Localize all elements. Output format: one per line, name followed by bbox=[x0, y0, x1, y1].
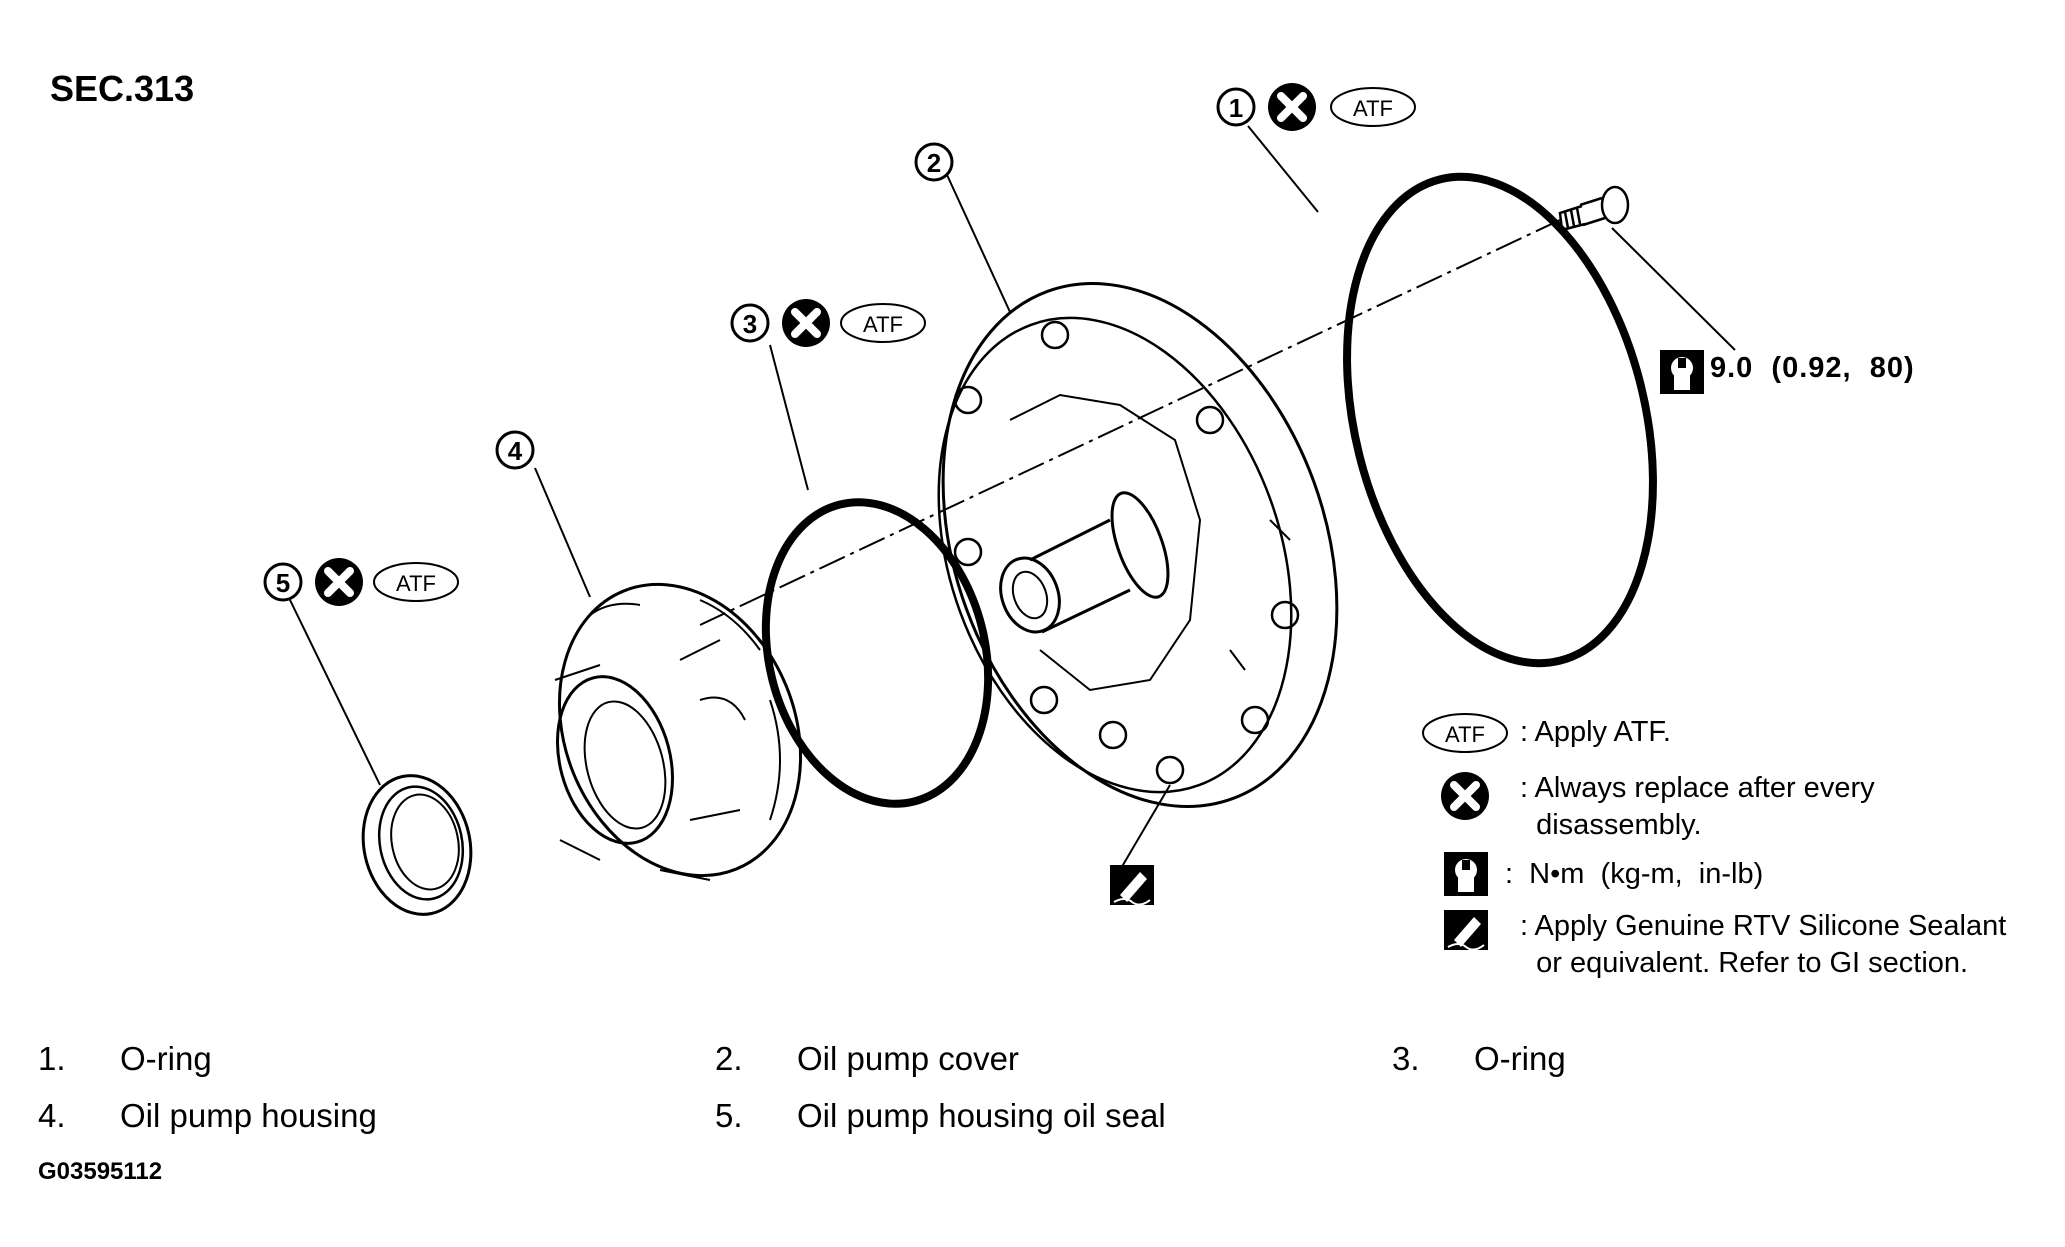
part-name: O-ring bbox=[1474, 1040, 1566, 1077]
torque-wrench-icon bbox=[1444, 852, 1488, 896]
callout-3: 3 ATF bbox=[730, 299, 926, 347]
atf-oval bbox=[1330, 87, 1416, 127]
callout-number: 5 bbox=[276, 568, 290, 598]
part-name: O-ring bbox=[120, 1040, 212, 1077]
callout-1: 1 ATF bbox=[1216, 83, 1416, 131]
part-name: Oil pump housing oil seal bbox=[797, 1097, 1166, 1134]
callout-number-circle bbox=[1216, 87, 1256, 127]
part-number: 1. bbox=[38, 1040, 66, 1077]
callout-4: 4 bbox=[495, 430, 535, 470]
atf-oval bbox=[373, 562, 459, 602]
replace-x-icon bbox=[1441, 772, 1489, 820]
part-number: 4. bbox=[38, 1097, 66, 1134]
atf-oval bbox=[1422, 713, 1508, 753]
callout-number-circle bbox=[914, 142, 954, 182]
part-number: 2. bbox=[715, 1040, 743, 1077]
part-number: 5. bbox=[715, 1097, 743, 1134]
legend-sealant-text-line1: : Apply Genuine RTV Silicone Sealant bbox=[1520, 910, 2007, 942]
sealant-icon bbox=[1444, 910, 1488, 951]
callout-number: 4 bbox=[508, 436, 523, 466]
o-ring-small-drawing bbox=[761, 498, 993, 808]
legend-torque-text: : N•m (kg-m, in-lb) bbox=[1505, 858, 1764, 890]
callout-5: 5 ATF bbox=[263, 558, 459, 606]
callout-number: 1 bbox=[1229, 93, 1243, 123]
center-axis-line bbox=[699, 219, 1561, 626]
section-title: SEC.313 bbox=[50, 68, 195, 109]
replace-x-icon bbox=[1268, 83, 1316, 131]
atf-label: ATF bbox=[1445, 722, 1485, 747]
o-ring-large-drawing bbox=[1343, 172, 1657, 668]
oil-pump-cover-drawing bbox=[937, 282, 1339, 808]
callout-number-circle bbox=[730, 303, 770, 343]
leader-lines bbox=[289, 125, 1736, 871]
oil-pump-housing-drawing bbox=[554, 582, 803, 881]
legend-replace-text-line1: : Always replace after every bbox=[1520, 772, 1875, 804]
atf-label: ATF bbox=[1353, 96, 1393, 121]
part-name: Oil pump cover bbox=[797, 1040, 1019, 1077]
part-number: 3. bbox=[1392, 1040, 1420, 1077]
callout-number: 2 bbox=[927, 148, 941, 178]
torque-wrench-icon bbox=[1660, 350, 1704, 394]
callout-number-circle bbox=[263, 562, 303, 602]
bolt-drawing bbox=[1558, 185, 1630, 232]
callout-2: 2 bbox=[914, 142, 954, 182]
sealant-icon bbox=[1110, 865, 1154, 906]
atf-label: ATF bbox=[396, 571, 436, 596]
atf-label: ATF bbox=[863, 312, 903, 337]
part-name: Oil pump housing bbox=[120, 1097, 377, 1134]
callout-number: 3 bbox=[743, 309, 757, 339]
callout-number-circle bbox=[495, 430, 535, 470]
figure-id: G03595112 bbox=[38, 1158, 163, 1185]
replace-x-icon bbox=[315, 558, 363, 606]
legend-replace-text-line2: disassembly. bbox=[1520, 809, 1702, 841]
legend-sealant-text-line2: or equivalent. Refer to GI section. bbox=[1520, 947, 1969, 979]
torque-value: 9.0 (0.92, 80) bbox=[1710, 352, 1915, 384]
legend-symbols: ATF bbox=[1422, 713, 1508, 951]
oil-seal-drawing bbox=[361, 774, 473, 916]
legend-atf-text: : Apply ATF. bbox=[1520, 716, 1671, 748]
atf-oval bbox=[840, 303, 926, 343]
replace-x-icon bbox=[782, 299, 830, 347]
